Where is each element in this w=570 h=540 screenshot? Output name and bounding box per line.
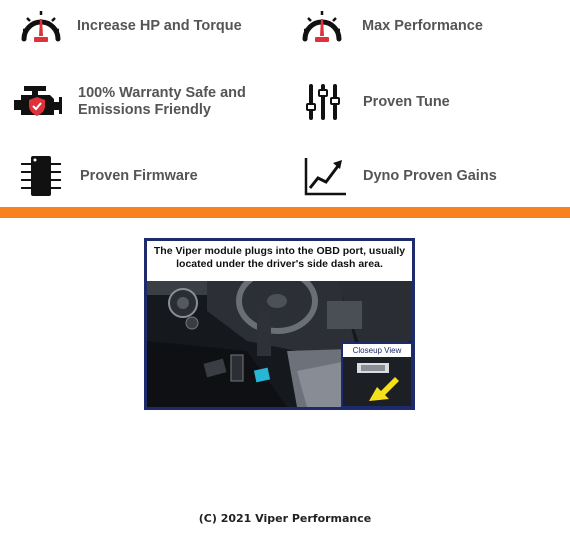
photo-caption: The Viper module plugs into the OBD port… [147, 241, 412, 281]
feature-label: Max Performance [362, 17, 483, 34]
yellow-arrow-icon [369, 377, 399, 401]
feature-proven-tune: Proven Tune [297, 80, 450, 124]
feature-warranty-safe: 100% Warranty Safe and Emissions Friendl… [12, 80, 246, 124]
closeup-inset: Closeup View [341, 342, 412, 407]
feature-label: Proven Firmware [80, 167, 198, 184]
feature-label: Increase HP and Torque [77, 17, 242, 34]
feature-proven-firmware: Proven Firmware [14, 154, 198, 198]
closeup-label: Closeup View [343, 344, 411, 357]
engine-shield-icon [12, 80, 64, 124]
car-interior-image [147, 281, 412, 407]
speedometer-icon [296, 4, 348, 48]
feature-dyno-gains: Dyno Proven Gains [299, 154, 497, 198]
growth-chart-icon [299, 154, 351, 198]
feature-label: Proven Tune [363, 93, 450, 110]
feature-max-performance: Max Performance [296, 4, 483, 48]
speedometer-icon [15, 4, 67, 48]
obd-closeup-image [343, 357, 411, 406]
obd-port-photo: The Viper module plugs into the OBD port… [144, 238, 415, 410]
feature-label: 100% Warranty Safe and Emissions Friendl… [78, 85, 246, 118]
feature-increase-hp: Increase HP and Torque [15, 4, 242, 48]
sliders-icon [297, 80, 349, 124]
copyright-footer: (C) 2021 Viper Performance [198, 512, 372, 525]
orange-divider [0, 207, 570, 218]
chip-icon [14, 154, 66, 198]
feature-label: Dyno Proven Gains [363, 167, 497, 184]
